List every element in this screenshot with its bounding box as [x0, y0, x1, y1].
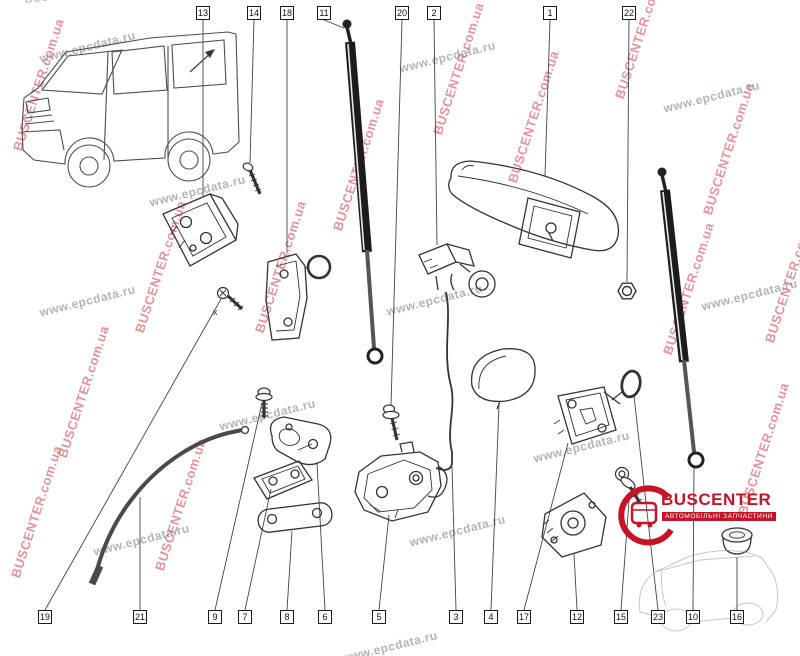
callout-19[interactable]: 19 [38, 610, 52, 624]
callout-17[interactable]: 17 [517, 610, 531, 624]
part-rod-21 [88, 425, 250, 586]
callout-3[interactable]: 3 [449, 610, 463, 624]
part-plate-8 [257, 502, 333, 533]
callout-13[interactable]: 13 [196, 6, 210, 20]
callout-14[interactable]: 14 [247, 6, 261, 20]
callout-10[interactable]: 10 [686, 610, 700, 624]
callout-12[interactable]: 12 [570, 610, 584, 624]
callout-22[interactable]: 22 [622, 6, 636, 20]
part-rod-3 [435, 291, 454, 471]
callout-5[interactable]: 5 [372, 610, 386, 624]
part-screw-9 [255, 387, 273, 418]
part-gas-strut-11 [342, 19, 384, 365]
part-actuator-2 [418, 243, 496, 298]
part-oring-23 [611, 369, 642, 401]
callout-7[interactable]: 7 [238, 610, 252, 624]
part-screw-15 [614, 466, 643, 504]
callout-23[interactable]: 23 [651, 610, 665, 624]
callout-20[interactable]: 20 [395, 6, 409, 20]
callout-15[interactable]: 15 [614, 610, 628, 624]
callout-1[interactable]: 1 [543, 6, 557, 20]
leader-lines [44, 19, 738, 611]
part-screw-20 [382, 404, 401, 441]
part-bracket-12 [541, 492, 607, 558]
part-handle-1 [448, 160, 620, 259]
callout-18[interactable]: 18 [280, 6, 294, 20]
part-latch-17 [553, 386, 621, 445]
part-screw-19: x [213, 286, 244, 317]
part-hinge-6 [269, 416, 332, 466]
part-grommet-16 [721, 527, 753, 555]
van-sketch [21, 31, 240, 188]
logo-brand-text: BUSCENTER [661, 490, 772, 509]
part-bracket-18 [265, 253, 332, 341]
callout-6[interactable]: 6 [318, 610, 332, 624]
part-lock-5 [354, 441, 448, 522]
part-nut-22 [617, 282, 637, 300]
part-cover-4 [470, 348, 536, 410]
part-gas-strut-10 [657, 167, 705, 469]
x-mark-annotation: x [213, 307, 218, 317]
callout-8[interactable]: 8 [280, 610, 294, 624]
callout-9[interactable]: 9 [208, 610, 222, 624]
logo-tagline: АВТОМОБІЛЬНІ ЗАПЧАСТИНИ [662, 512, 777, 521]
part-hinge-13 [162, 193, 239, 267]
callout-21[interactable]: 21 [133, 610, 147, 624]
callout-16[interactable]: 16 [730, 610, 744, 624]
callout-2[interactable]: 2 [427, 6, 441, 20]
buscenter-logo-emblem-icon [618, 485, 674, 546]
part-screw-14 [242, 162, 262, 195]
part-bracket-7 [253, 460, 313, 500]
callout-11[interactable]: 11 [317, 6, 331, 20]
callout-4[interactable]: 4 [484, 610, 498, 624]
